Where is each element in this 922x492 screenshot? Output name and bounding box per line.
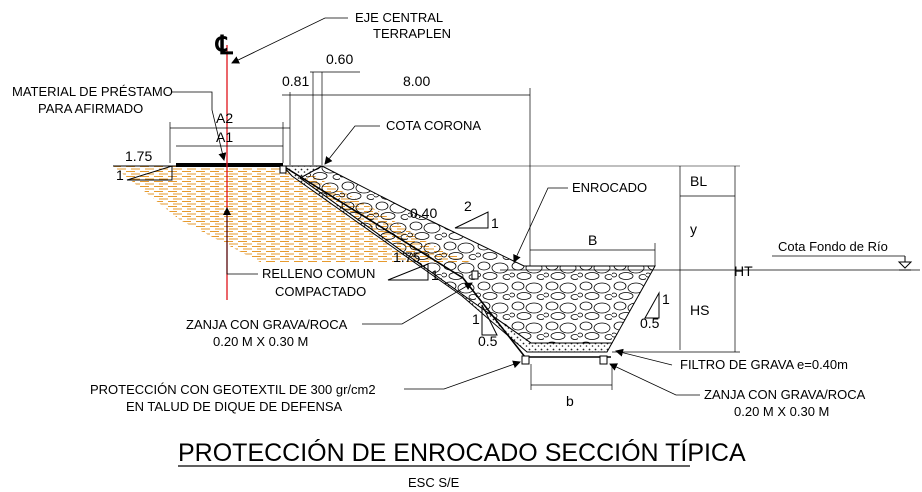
slope-talud-run: 2 xyxy=(464,198,472,214)
dim-a1: A1 xyxy=(216,129,233,145)
leader-relleno xyxy=(223,207,258,275)
slope-inner-right-run: 0.5 xyxy=(640,315,660,331)
slope-triangle-inner-left xyxy=(481,304,498,336)
drawing-title: PROTECCIÓN DE ENROCADO SECCIÓN TÍPICA xyxy=(178,438,746,467)
label-zanja-right-1: ZANJA CON GRAVA/ROCA xyxy=(704,387,866,402)
leader-proteccion xyxy=(404,360,521,390)
dim-b-upper: B xyxy=(588,232,597,248)
slope-triangle-inner-right xyxy=(644,291,660,319)
leader-zanja-left xyxy=(362,282,473,325)
label-enrocado: ENROCADO xyxy=(572,180,647,195)
zanja-left-mid xyxy=(471,270,479,280)
drawing-scale: ESC S/E xyxy=(408,475,460,490)
slope-talud-rise: 1 xyxy=(491,215,499,231)
dim-800: 8.00 xyxy=(403,73,430,89)
label-proteccion-1: PROTECCIÓN CON GEOTEXTIL DE 300 gr/cm2 xyxy=(90,382,376,397)
leader-material xyxy=(172,91,227,161)
label-proteccion-2: EN TALUD DE DIQUE DE DEFENSA xyxy=(126,399,343,414)
slope-left-run: 1.75 xyxy=(125,148,152,164)
label-material-1: MATERIAL DE PRÉSTAMO xyxy=(12,84,173,99)
slope-fill-run: 1.75 xyxy=(393,249,420,265)
water-level-icon xyxy=(897,256,913,271)
slope-fill-rise: 1 xyxy=(431,267,439,283)
afirmado-layer xyxy=(176,163,283,167)
label-filtro: FILTRO DE GRAVA e=0.40m xyxy=(680,357,848,372)
slope-inner-right-rise: 1 xyxy=(662,291,670,307)
slope-inner-left-rise: 1 xyxy=(472,311,480,327)
gravel-filter xyxy=(281,165,613,353)
label-cota-corona: COTA CORONA xyxy=(386,118,481,133)
zanja-top xyxy=(279,165,287,174)
leader-enrocado xyxy=(513,187,568,263)
slope-triangle-talud xyxy=(454,211,489,229)
dim-040: 0.40 xyxy=(410,205,437,221)
slope-triangle-left xyxy=(126,165,173,181)
leader-filtro xyxy=(615,348,673,366)
dim-ht: HT xyxy=(734,263,753,279)
slope-inner-left-run: 0.5 xyxy=(478,333,498,349)
label-relleno-1: RELLENO COMUN xyxy=(262,266,375,281)
dim-b-lower: b xyxy=(566,393,574,409)
label-eje-central-1: EJE CENTRAL xyxy=(355,10,443,25)
dim-hs: HS xyxy=(690,302,709,318)
dim-bl: BL xyxy=(690,173,707,189)
dim-y: y xyxy=(690,221,697,237)
label-material-2: PARA AFIRMADO xyxy=(38,101,143,116)
zanja-bottom-right xyxy=(599,355,608,365)
leader-zanja-right xyxy=(609,363,700,396)
slope-left-rise: 1 xyxy=(116,167,124,183)
label-eje-central-2: TERRAPLEN xyxy=(373,26,451,41)
leader-eje xyxy=(231,17,348,64)
label-zanja-right-2: 0.20 M X 0.30 M xyxy=(734,404,829,419)
label-zanja-left-2: 0.20 M X 0.30 M xyxy=(213,334,308,349)
geotextile-line xyxy=(282,165,611,358)
dim-060: 0.60 xyxy=(326,51,353,67)
dim-081: 0.81 xyxy=(282,73,309,89)
label-relleno-2: COMPACTADO xyxy=(275,284,366,299)
zanja-bottom-left xyxy=(521,355,530,365)
leader-cota-corona xyxy=(324,125,380,165)
slope-triangle-fill xyxy=(387,263,429,281)
dim-a2: A2 xyxy=(216,110,233,126)
centerline-symbol: ℄ xyxy=(215,30,234,60)
label-cota-fondo: Cota Fondo de Río xyxy=(778,239,888,254)
label-zanja-left-1: ZANJA CON GRAVA/ROCA xyxy=(186,317,348,332)
